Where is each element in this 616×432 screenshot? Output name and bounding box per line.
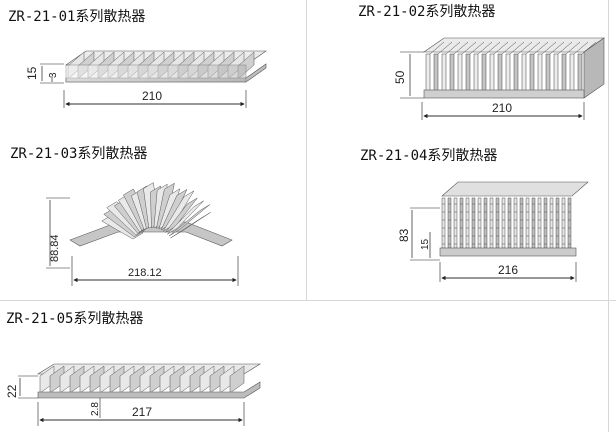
heatsink-zr-21-04: 83 15 216 [397, 181, 589, 282]
title-zr-21-03: ZR-21-03系列散热器 [10, 146, 148, 162]
divider-horizontal [0, 300, 616, 301]
dim-01-height: 15 [25, 66, 39, 80]
heatsink-zr-21-02: 50 210 [393, 37, 605, 120]
dim-02-height: 50 [393, 70, 407, 84]
dim-01-width: 210 [142, 89, 162, 103]
dim-02-width: 210 [492, 101, 512, 115]
heatsink-zr-21-01: 210 15 3 [25, 50, 267, 108]
title-zr-21-01: ZR-21-01系列散热器 [8, 9, 146, 25]
title-zr-21-02: ZR-21-02系列散热器 [358, 4, 496, 20]
divider-vertical [306, 0, 307, 300]
title-zr-21-05: ZR-21-05系列散热器 [6, 311, 144, 327]
dim-01-base: 3 [48, 72, 59, 78]
dim-04-base: 15 [420, 238, 431, 250]
dim-05-base: 2.8 [90, 402, 101, 416]
dim-04-width: 216 [498, 263, 518, 277]
dim-03-width: 218.12 [128, 267, 162, 279]
heatsink-zr-21-03: 88.84 218.12 [46, 182, 239, 286]
heatsink-zr-21-05: 22 2.8 217 [5, 363, 262, 426]
title-zr-21-04: ZR-21-04系列散热器 [360, 148, 498, 164]
dim-05-width: 217 [132, 405, 152, 419]
dim-04-height: 83 [397, 228, 411, 242]
divider-right-edge [608, 0, 609, 432]
dim-05-height: 22 [5, 384, 19, 398]
dim-03-height: 88.84 [49, 234, 61, 262]
